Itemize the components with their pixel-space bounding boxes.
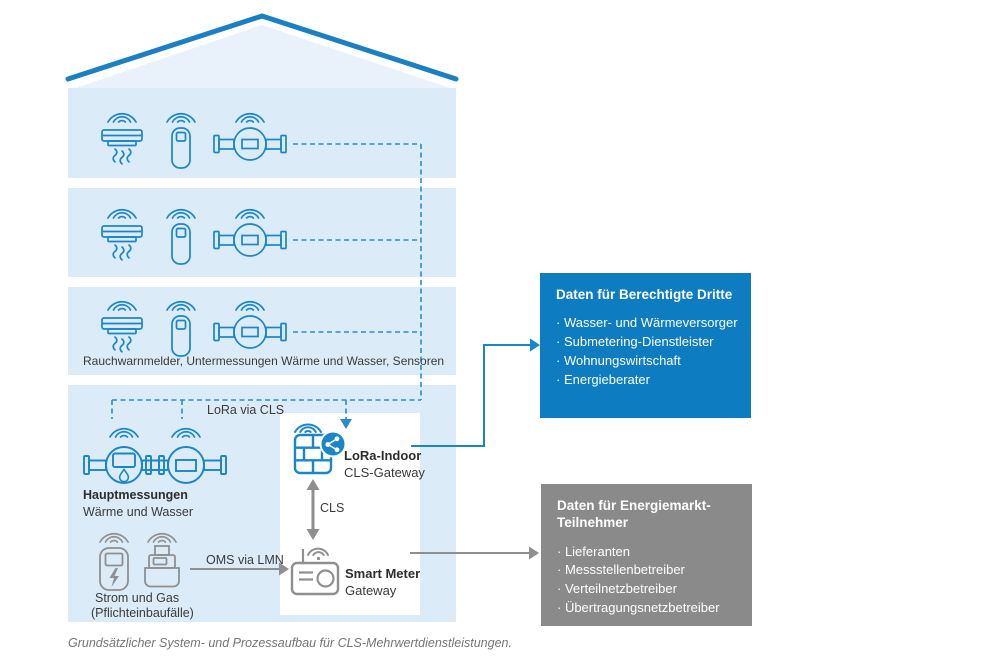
smart-meter-title: Smart Meter: [345, 566, 421, 581]
lora-arrowhead: [340, 419, 352, 429]
berechtigte-item: · Energieberater: [556, 371, 650, 387]
roof-fill: [76, 25, 450, 88]
hauptmessungen-subtitle: Wärme und Wasser: [83, 505, 193, 519]
floor-3: [68, 287, 456, 375]
berechtigte-item: · Submetering-Dienstleister: [556, 334, 714, 350]
strom-gas-subtitle: (Pflichteinbaufälle): [91, 606, 194, 620]
figure-caption: Grundsätzlicher System- und Prozessaufba…: [68, 636, 512, 650]
lora-indoor-title: LoRa-Indoor: [344, 448, 422, 463]
energiemarkt-title: Daten für Energiemarkt-Teilnehmer: [557, 498, 711, 531]
cls-label: CLS: [320, 501, 345, 515]
lora-indoor-subtitle: CLS-Gateway: [344, 465, 425, 480]
oms-via-lmn-label: OMS via LMN: [206, 553, 284, 567]
smgw-connector: [410, 546, 539, 560]
oms-arrow: [190, 562, 289, 576]
cls-gateway-connector-arrowhead: [530, 338, 540, 352]
cls-arrow: [306, 479, 320, 540]
data-box-energiemarkt: Daten für Energiemarkt-Teilnehmer · Lief…: [541, 484, 752, 626]
energiemarkt-item: · Lieferanten: [557, 543, 630, 559]
strom-gas-title: Strom und Gas: [95, 591, 180, 605]
floor-2: [68, 188, 456, 277]
smart-meter-subtitle: Gateway: [345, 583, 397, 598]
berechtigte-item: · Wasser- und Wärmeversorger: [556, 315, 738, 331]
berechtigte-item: · Wohnungswirtschaft: [556, 352, 681, 368]
energiemarkt-item: · Verteilnetzbetreiber: [557, 581, 677, 597]
lora-via-cls-label: LoRa via CLS: [207, 403, 285, 417]
berechtigte-title: Daten für Berechtigte Dritte: [556, 287, 733, 302]
energiemarkt-item: · Messstellenbetreiber: [557, 562, 685, 578]
energiemarkt-item: · Übertragungsnetzbetreiber: [557, 600, 720, 616]
floor-sensors-caption: Rauchwarnmelder, Untermessungen Wärme un…: [83, 354, 445, 368]
house-roof: [65, 13, 459, 82]
lora-dashed-lines: [111, 143, 422, 420]
cls-gateway-connector: [411, 344, 530, 447]
hauptmessungen-title: Hauptmessungen: [83, 488, 188, 502]
data-box-berechtigte-dritte: Daten für Berechtigte Dritte · Wasser- u…: [540, 273, 751, 418]
